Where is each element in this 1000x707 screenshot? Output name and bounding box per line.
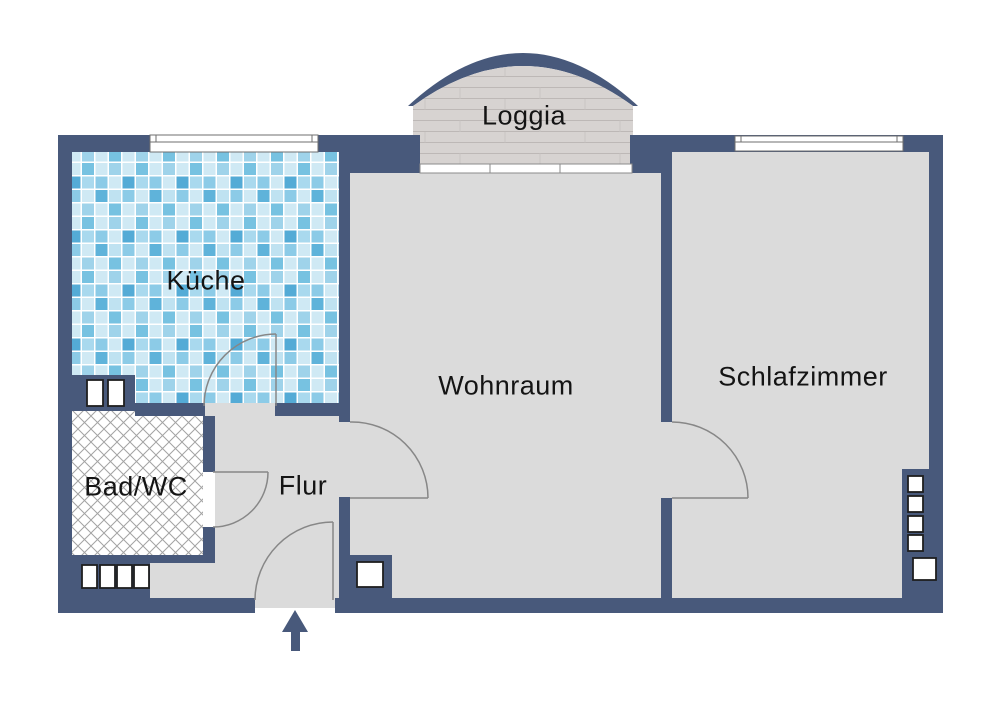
fixture-kueche-bad-1 (86, 379, 104, 407)
schlafzimmer-window (734, 135, 904, 152)
wohnraum-floor (350, 173, 661, 598)
room-label-schlafzimmer: Schlafzimmer (718, 361, 888, 392)
fixture-bad-bottom-2 (99, 564, 116, 589)
fixture-wohnraum-bottom (356, 561, 384, 588)
loggia-structure (408, 53, 638, 167)
opening-entrance (255, 598, 335, 608)
fixture-bad-bottom-3 (116, 564, 133, 589)
kueche-window (149, 134, 319, 153)
wall-fixtures (81, 379, 937, 589)
fixture-schlaf-right-3 (907, 515, 924, 533)
door-wohnraum (349, 421, 429, 499)
wall-fill-left-of-loggia (350, 135, 420, 173)
room-floors (72, 150, 930, 598)
loggia-wood-deck (413, 66, 633, 167)
opening-wohnraum (339, 422, 350, 497)
fixture-schlaf-right-4 (907, 534, 924, 552)
wall-left (58, 135, 72, 613)
arrow-up-icon (282, 610, 308, 651)
wall-kueche-flur-right (275, 403, 350, 416)
wall-kueche-flur-left (135, 403, 205, 416)
flur-floor (150, 416, 339, 598)
door-swings (203, 333, 749, 601)
wall-bad-right-lower (203, 527, 215, 563)
fixture-schlaf-corner (912, 557, 937, 581)
windows (149, 134, 904, 174)
room-label-loggia: Loggia (481, 100, 567, 131)
fixture-schlaf-right-2 (907, 495, 924, 513)
door-bad-wc (212, 471, 269, 528)
wall-bad-bottom-thin (150, 555, 215, 563)
schlafzimmer-floor (672, 150, 930, 598)
room-label-bad-wc: Bad/WC (84, 471, 188, 502)
opening-kueche (205, 403, 275, 416)
wall-bad-right-upper (203, 403, 215, 472)
opening-schlafzimmer (661, 422, 672, 498)
fixture-bad-bottom-1 (81, 564, 98, 589)
door-entrance (254, 521, 334, 601)
fixture-kueche-bad-2 (107, 379, 125, 407)
bad-wc-floor (72, 411, 203, 555)
door-schlafzimmer (671, 421, 749, 499)
fixture-schlaf-right-1 (907, 475, 924, 493)
door-openings (203, 403, 672, 608)
loggia-arch-wall (408, 53, 638, 106)
wall-kueche-wohnraum (339, 152, 350, 422)
room-label-wohnraum: Wohnraum (438, 370, 574, 401)
wall-wohnraum-schlafzimmer-lower (661, 498, 672, 598)
opening-bad-wc (203, 472, 215, 527)
door-kueche (203, 333, 277, 407)
fixture-bad-bottom-4 (133, 564, 150, 589)
wall-flur-wohnraum (339, 497, 350, 598)
loggia-window-band (419, 163, 633, 174)
room-label-flur: Flur (278, 470, 328, 501)
wall-wohnraum-schlafzimmer-upper (661, 135, 672, 422)
kueche-floor (72, 150, 339, 403)
room-label-kueche: Küche (166, 265, 246, 296)
wall-bottom-right-of-entrance (335, 598, 943, 613)
